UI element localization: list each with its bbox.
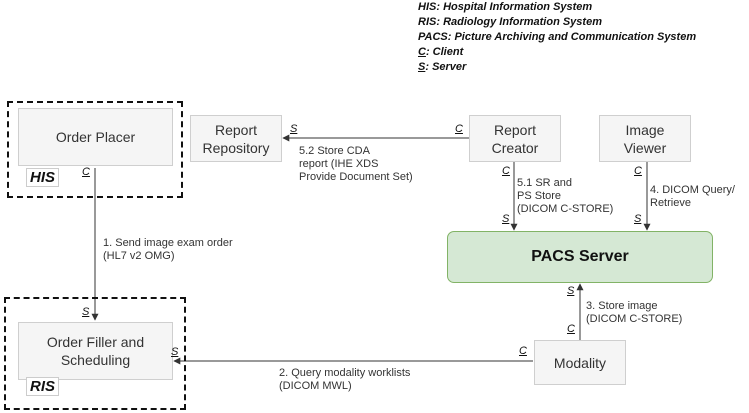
- his-label: HIS: [26, 168, 60, 187]
- server-marker: S: [171, 346, 179, 358]
- legend-row: RIS: Radiology Information System: [418, 16, 602, 28]
- edge-label-dicom-query: 4. DICOM Query/Retrieve: [650, 184, 735, 209]
- legend-row: PACS: Picture Archiving and Communicatio…: [418, 31, 697, 43]
- ris-label: RIS: [26, 377, 60, 396]
- server-marker: S: [634, 213, 642, 225]
- legend-row: S: Server: [418, 61, 467, 73]
- client-marker: C: [519, 345, 527, 357]
- edge-label-send-order: 1. Send image exam order(HL7 v2 OMG): [103, 237, 233, 262]
- client-marker: C: [82, 166, 90, 178]
- legend-row: HIS: Hospital Information System: [418, 1, 593, 13]
- server-marker: S: [82, 306, 90, 318]
- server-marker: S: [290, 123, 298, 135]
- edge-label-store-image: 3. Store image(DICOM C-STORE): [586, 300, 683, 325]
- ris-group: [4, 297, 186, 410]
- server-marker: S: [502, 213, 510, 225]
- order-placer-node: Order Placer: [18, 108, 173, 166]
- client-marker: C: [455, 123, 463, 135]
- client-marker: C: [502, 165, 510, 177]
- modality-node: Modality: [534, 340, 626, 385]
- legend-row: C: Client: [418, 46, 464, 58]
- client-marker: C: [634, 165, 642, 177]
- edge-label-query-worklist: 2. Query modality worklists(DICOM MWL): [279, 367, 411, 392]
- pacs-server-node: PACS Server: [447, 231, 713, 283]
- server-marker: S: [567, 285, 575, 297]
- client-marker: C: [567, 323, 575, 335]
- legend: HIS: Hospital Information System RIS: Ra…: [418, 0, 696, 75]
- his-group: [7, 101, 183, 198]
